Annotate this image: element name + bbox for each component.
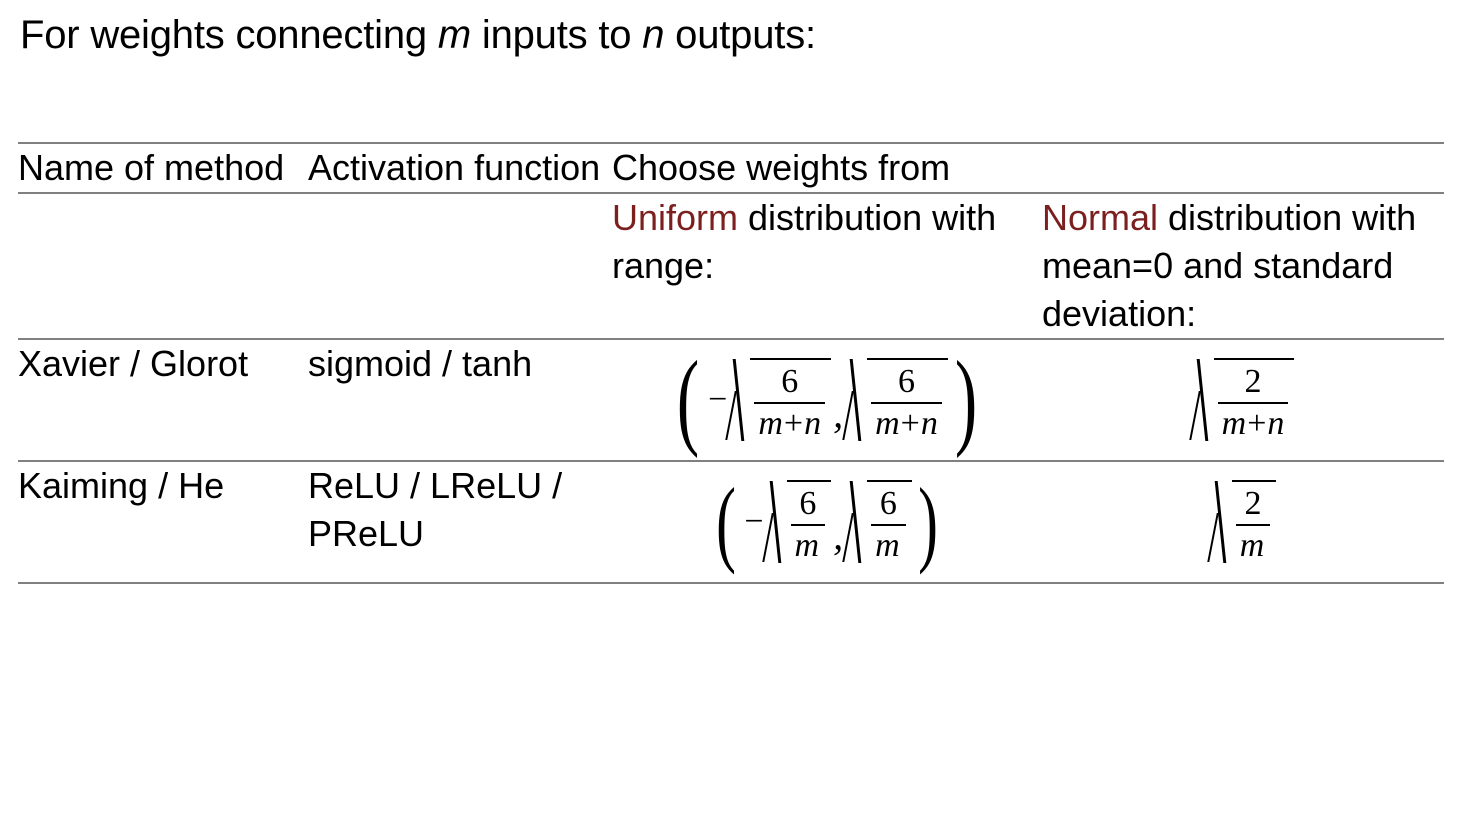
fraction-denominator: m (1236, 526, 1271, 565)
fraction-numerator: 6 (897, 362, 915, 400)
radical-surd-icon (728, 358, 750, 443)
fraction-bar (1217, 401, 1289, 404)
radical-surd-icon (1210, 480, 1232, 565)
den-operator (900, 527, 902, 564)
row-kaiming-method: Kaiming / He (18, 461, 308, 583)
row-xavier-uniform-formula: ( − 6 m+n , (612, 339, 1042, 461)
row-kaiming-activation-label: ReLU / LReLU / PReLU (308, 465, 563, 554)
fraction-bar (871, 523, 906, 526)
formula-comma: , (833, 390, 844, 436)
row-kaiming-method-label: Kaiming / He (18, 465, 225, 506)
header-name-of-method: Name of method (18, 143, 308, 193)
title-var-n: n (642, 13, 665, 57)
sqrt-icon: 6 m (765, 479, 832, 565)
header-activation-function: Activation function (308, 143, 612, 193)
close-paren: ) (954, 339, 977, 459)
row-kaiming-activation: ReLU / LReLU / PReLU (308, 461, 612, 583)
den-var-m: m (875, 526, 900, 564)
fraction-denominator: m (791, 526, 826, 565)
radical-surd-icon (765, 480, 787, 565)
title-middle: inputs to (470, 13, 643, 57)
header-name-of-method-label: Name of method (18, 147, 285, 188)
header-activation-function-label: Activation function (308, 147, 601, 188)
minus-sign: − (708, 381, 728, 418)
sqrt-icon: 6 m+n (728, 357, 832, 443)
table-header-row-2: Uniform distribution with range: Normal … (18, 193, 1444, 339)
table-row: Xavier / Glorot sigmoid / tanh ( − 6 (18, 339, 1444, 461)
row-xavier-activation: sigmoid / tanh (308, 339, 612, 461)
row-xavier-method-label: Xavier / Glorot (18, 343, 249, 384)
den-operator: + (1247, 404, 1267, 442)
header-normal-keyword: Normal (1042, 197, 1159, 238)
fraction-bar (790, 523, 826, 526)
fraction-numerator: 2 (1244, 484, 1262, 522)
fraction-numerator: 2 (1244, 362, 1262, 400)
open-paren: ( (716, 467, 737, 575)
fraction-numerator: 6 (781, 362, 799, 400)
radical-surd-icon (845, 358, 867, 443)
den-var-m: m (758, 404, 783, 442)
minus-sign: − (744, 503, 764, 540)
row-xavier-normal-formula: 2 m+n (1042, 339, 1444, 461)
den-var-m: m (794, 526, 820, 564)
title-var-m: m (437, 13, 471, 57)
page-title: For weights connecting m inputs to n out… (20, 12, 816, 58)
den-operator (1264, 527, 1266, 564)
den-var-n: n (804, 404, 822, 442)
fraction-numerator: 6 (799, 484, 817, 522)
sqrt-icon: 2 m (1210, 479, 1277, 565)
den-var-n: n (920, 404, 938, 442)
title-prefix: For weights connecting (20, 13, 438, 57)
den-operator: + (783, 404, 804, 442)
header-uniform-distribution: Uniform distribution with range: (612, 193, 1042, 339)
header-normal-distribution: Normal distribution with mean=0 and stan… (1042, 193, 1444, 339)
row-xavier-method: Xavier / Glorot (18, 339, 308, 461)
fraction-denominator: m+n (1218, 404, 1289, 443)
header-row2-blank-2 (308, 193, 612, 339)
radical-surd-icon (1192, 358, 1214, 443)
open-paren: ( (677, 339, 700, 459)
fraction-denominator: m+n (871, 404, 942, 443)
weight-init-table: Name of method Activation function Choos… (18, 142, 1444, 584)
den-var-m: m (875, 404, 900, 442)
sqrt-icon: 6 m (845, 479, 912, 565)
close-paren: ) (917, 467, 938, 575)
row-kaiming-uniform-formula: ( − 6 m , (612, 461, 1042, 583)
den-var-m: m (1221, 404, 1247, 442)
fraction-bar (871, 401, 942, 404)
table-row: Kaiming / He ReLU / LReLU / PReLU ( − 6 (18, 461, 1444, 583)
formula-comma: , (833, 512, 844, 558)
fraction-denominator: m (871, 526, 906, 565)
header-uniform-rest: distribution with range: (612, 197, 997, 286)
den-var-n: n (1267, 404, 1285, 442)
den-operator (819, 527, 821, 564)
header-uniform-keyword: Uniform (612, 197, 739, 238)
sqrt-icon: 6 m+n (845, 357, 948, 443)
fraction-bar (754, 401, 826, 404)
fraction-numerator: 6 (879, 484, 897, 522)
row-xavier-activation-label: sigmoid / tanh (308, 343, 533, 384)
header-choose-weights-from: Choose weights from (612, 143, 1444, 193)
den-var-m: m (1239, 526, 1265, 564)
row-kaiming-normal-formula: 2 m (1042, 461, 1444, 583)
den-operator: + (900, 404, 920, 442)
header-row2-blank-1 (18, 193, 308, 339)
radical-surd-icon (845, 480, 867, 565)
header-normal-rest: distribution with mean=0 and standard de… (1042, 197, 1417, 334)
fraction-denominator: m+n (754, 404, 825, 443)
table-header-row-1: Name of method Activation function Choos… (18, 143, 1444, 193)
fraction-bar (1235, 523, 1271, 526)
sqrt-icon: 2 m+n (1192, 357, 1295, 443)
header-choose-weights-from-label: Choose weights from (612, 147, 951, 188)
title-suffix: outputs: (664, 13, 816, 57)
